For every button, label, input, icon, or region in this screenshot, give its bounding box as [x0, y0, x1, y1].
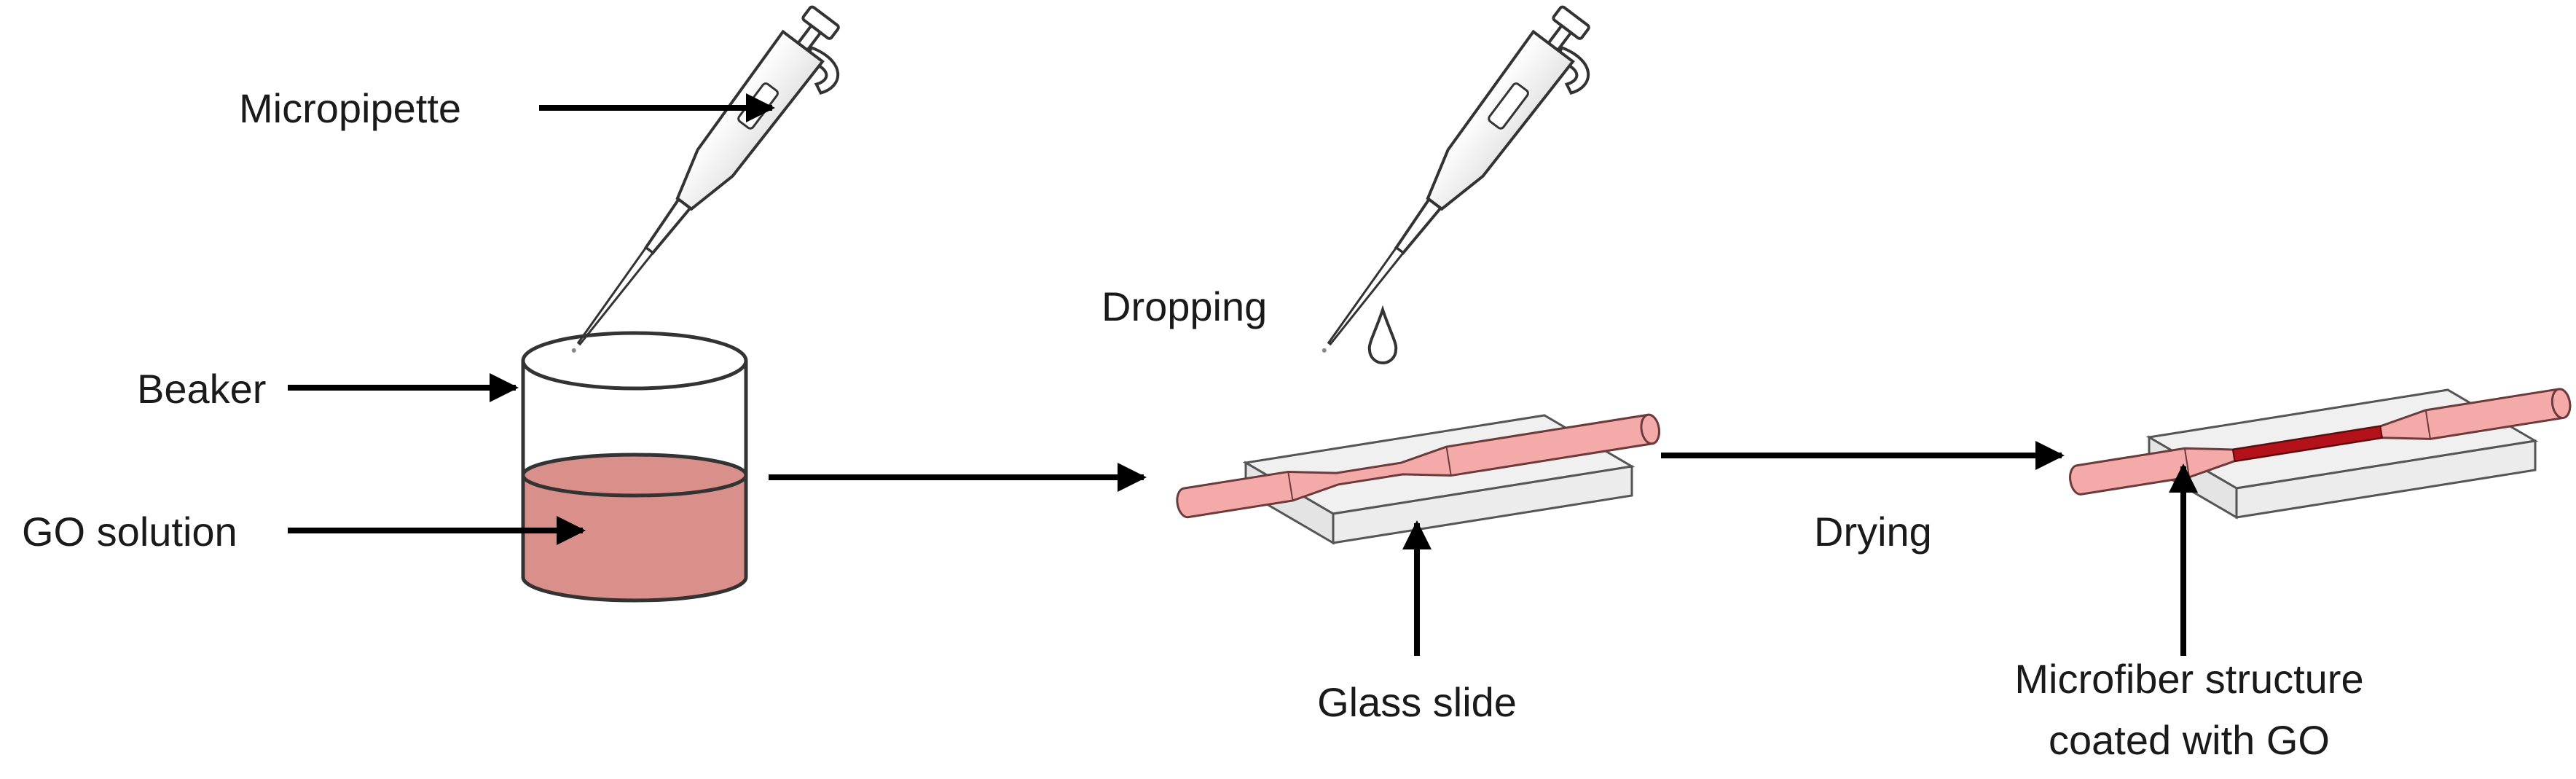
- drying-label: Drying: [1814, 509, 1932, 555]
- microfiber-label-line2: coated with GO: [2049, 717, 2330, 763]
- micropipette-label: Micropipette: [239, 85, 461, 131]
- microfiber-label-line1: Microfiber structure: [2014, 656, 2363, 702]
- arrows: [288, 93, 2198, 656]
- beaker-icon: [521, 331, 748, 603]
- dropping-pipette-icon: [1301, 0, 1616, 383]
- go-solution-fill: [523, 475, 746, 600]
- go-solution-label: GO solution: [22, 509, 237, 555]
- dropping-label: Dropping: [1102, 283, 1267, 329]
- beaker-label: Beaker: [137, 366, 266, 412]
- microfiber-uncoated-icon: [1176, 413, 1660, 519]
- micropipette-icon: [551, 0, 865, 383]
- glass-slide-label: Glass slide: [1317, 679, 1517, 725]
- droplet-icon: [1367, 305, 1398, 364]
